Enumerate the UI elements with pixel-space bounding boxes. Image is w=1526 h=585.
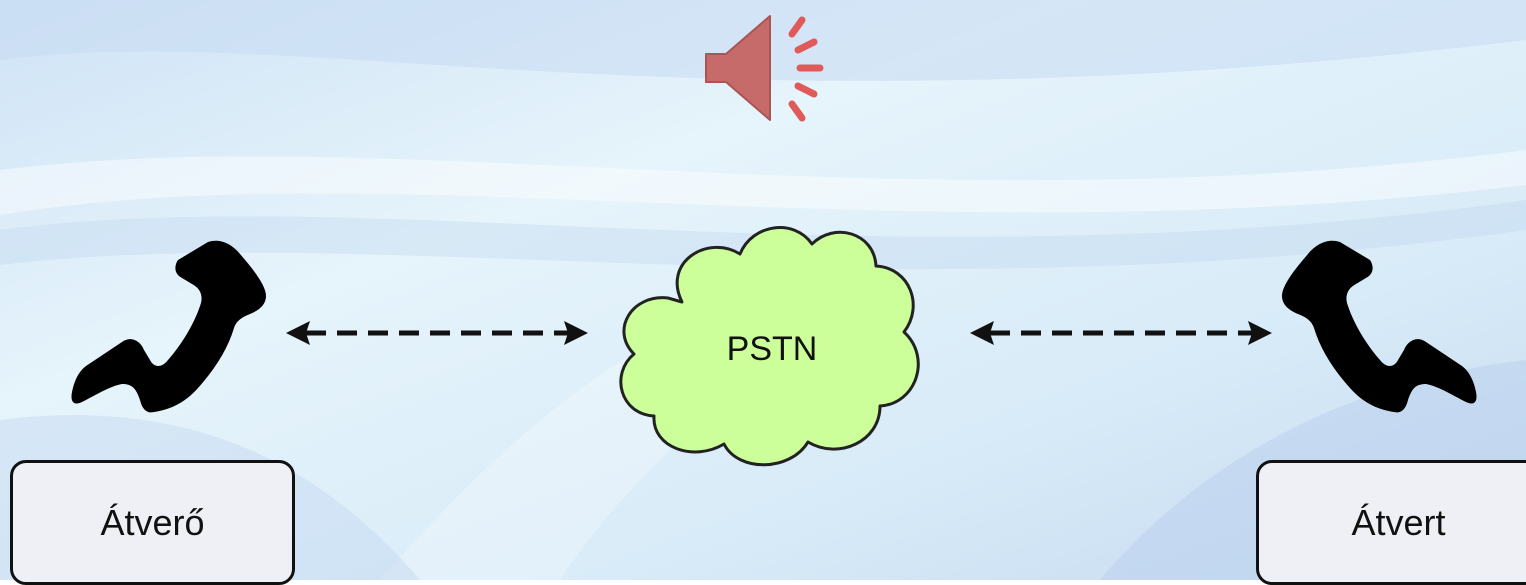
caller-label: Átverő xyxy=(100,501,205,543)
callee-label: Átvert xyxy=(1351,501,1446,543)
pstn-cloud: PSTN xyxy=(619,226,920,467)
connection-arrow-left xyxy=(286,321,588,345)
phone-handset-icon-right xyxy=(1282,240,1477,413)
phone-handset-icon-left xyxy=(71,240,267,413)
pstn-label: PSTN xyxy=(727,330,818,368)
speaker-icon[interactable] xyxy=(700,8,830,128)
caller-box: Átverő xyxy=(10,460,295,585)
callee-box: Átvert xyxy=(1256,460,1526,585)
connection-arrow-right xyxy=(970,321,1272,345)
